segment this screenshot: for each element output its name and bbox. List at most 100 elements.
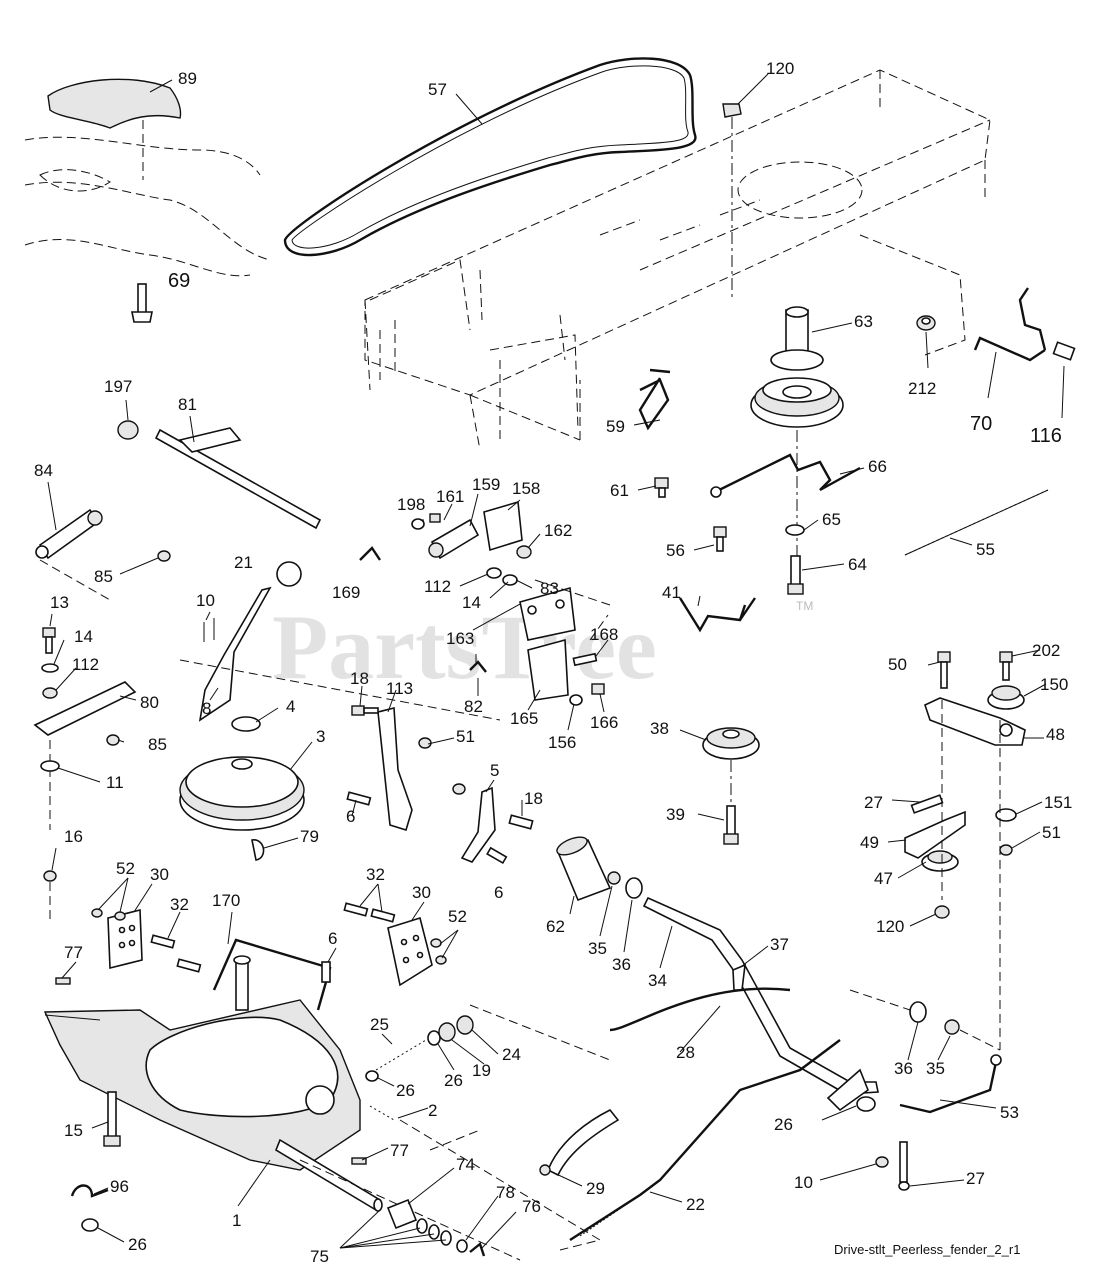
callout-label: 51	[456, 727, 475, 746]
part-38-pulley	[702, 727, 760, 810]
part-156-washer	[569, 694, 583, 706]
part-166-bolt	[591, 683, 605, 695]
part-39-bolt	[723, 805, 739, 845]
part-89-cover	[47, 78, 182, 180]
part-29-grip	[539, 1108, 620, 1177]
callout-label: 52	[448, 907, 467, 926]
callout-label: 21	[234, 553, 253, 572]
callout-label: 26	[774, 1115, 793, 1134]
part-32-bolts-left	[150, 934, 202, 973]
part-14-washer	[41, 663, 59, 673]
callout-label: 83	[540, 579, 559, 598]
part-77-pin-right	[351, 1157, 367, 1165]
callout-label: 165	[510, 709, 538, 728]
callout-label: 56	[666, 541, 685, 560]
part-70-rod	[973, 287, 1047, 362]
part-11-washer	[40, 760, 60, 772]
part-36-washer-lower	[909, 1001, 927, 1023]
part-27-bolt	[910, 794, 944, 814]
part-4-ring	[231, 716, 261, 732]
part-15-bolt	[103, 1091, 121, 1147]
callout-label: 202	[1032, 641, 1060, 660]
callout-label: 120	[876, 917, 904, 936]
part-24-nut	[456, 1015, 474, 1035]
callout-label: 85	[148, 735, 167, 754]
callout-label: 48	[1046, 725, 1065, 744]
callout-label: 63	[854, 312, 873, 331]
part-79-key	[251, 839, 265, 861]
part-51-nut-right	[999, 844, 1013, 856]
callout-label: 13	[50, 593, 69, 612]
part-161-bolt	[429, 513, 441, 523]
part-52-nuts-right	[430, 938, 447, 965]
part-168-bolt	[572, 652, 598, 667]
callout-label: 162	[544, 521, 572, 540]
callout-label: 27	[864, 793, 883, 812]
part-198-washer	[411, 518, 425, 530]
part-77-pin-left	[55, 977, 71, 985]
part-22-rod	[569, 1039, 841, 1242]
part-56-bolt	[713, 526, 727, 552]
part-26-washer-d	[856, 1096, 876, 1112]
part-85-nut-lower	[106, 734, 120, 746]
callout-label: 30	[150, 865, 169, 884]
callout-label: 96	[110, 1177, 129, 1196]
callout-label: 112	[424, 577, 451, 596]
part-19-nut	[438, 1022, 456, 1042]
callout-label: 27	[966, 1169, 985, 1188]
part-66-spring-rod	[710, 453, 861, 498]
callout-label: 150	[1040, 675, 1068, 694]
part-6-bolt-lower	[321, 961, 331, 983]
part-bracket-26-mount	[826, 1068, 869, 1112]
part-5-bracket	[460, 786, 496, 863]
callout-label: 32	[366, 865, 385, 884]
callout-label: 30	[412, 883, 431, 902]
part-6-bolt-mid	[346, 791, 372, 806]
callout-label: 61	[610, 481, 629, 500]
part-84-lever	[35, 508, 111, 601]
watermark: PartsTree	[272, 596, 657, 698]
part-116-bolt	[1052, 341, 1076, 361]
part-51-nut-mid	[418, 737, 432, 749]
callout-label: 24	[502, 1045, 521, 1064]
callout-label: 14	[462, 593, 481, 612]
part-48-plate	[924, 697, 1026, 746]
callout-label: 116	[1030, 425, 1062, 447]
part-8-shift-lever	[179, 586, 501, 722]
part-57-belt	[283, 57, 697, 257]
callout-label: 112	[72, 655, 99, 674]
callout-label: 120	[766, 59, 794, 78]
part-96-cotter	[70, 1184, 109, 1198]
part-80-bracket	[33, 681, 137, 830]
callout-label: 69	[168, 270, 190, 292]
callout-label: 1	[232, 1211, 241, 1230]
watermark-trademark: TM	[796, 599, 813, 613]
part-113-bracket	[377, 706, 413, 832]
part-59-clip	[638, 368, 671, 431]
callout-label: 168	[590, 625, 618, 644]
callout-label: 59	[606, 417, 625, 436]
part-159-bushing	[428, 518, 480, 560]
part-162-nut	[516, 545, 532, 559]
callout-label: 78	[496, 1183, 515, 1202]
part-49-bracket	[904, 810, 966, 859]
part-151-washer	[995, 808, 1017, 822]
part-28-rod	[609, 987, 791, 1032]
callout-label: 75	[310, 1247, 329, 1266]
callout-label: 49	[860, 833, 879, 852]
callout-label: 163	[446, 629, 474, 648]
callout-label: 14	[74, 627, 93, 646]
callout-label: 53	[1000, 1103, 1019, 1122]
part-27-bolt-lower	[898, 1141, 910, 1191]
callout-label: 11	[106, 773, 124, 792]
part-74-bushing	[386, 1198, 418, 1230]
part-158-plate	[483, 500, 523, 552]
part-63-idler-pulley	[750, 306, 844, 590]
part-26-washer-c	[81, 1218, 99, 1232]
callout-label: 26	[128, 1235, 147, 1254]
part-62-sleeve	[556, 836, 612, 902]
diagram-caption: Drive-stlt_Peerless_fender_2_r1	[834, 1242, 1020, 1257]
callout-label: 34	[648, 971, 667, 990]
callout-label: 170	[212, 891, 240, 910]
callout-label: 41	[662, 583, 681, 602]
